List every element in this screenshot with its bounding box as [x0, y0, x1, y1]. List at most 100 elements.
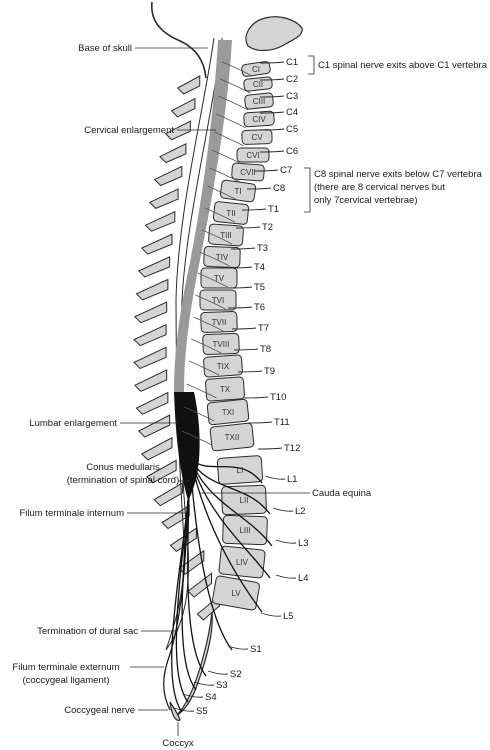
nerve-label-L4: L4 [298, 573, 309, 584]
vertebra-label-LV: LV [231, 589, 241, 598]
svg-text:C8 spinal nerve exits below C7: C8 spinal nerve exits below C7 vertebra [314, 169, 483, 180]
filum-terminale [163, 499, 189, 711]
nerve-root [193, 316, 224, 332]
vertebra-label-LIII: LIII [239, 526, 250, 535]
nerve-label-T9: T9 [264, 366, 275, 377]
spinous-process [140, 233, 173, 255]
nerve-label-C1: C1 [286, 57, 298, 68]
spinous-process [135, 278, 169, 301]
spinous-process [135, 391, 169, 415]
vertebral-body-LIV [218, 545, 266, 579]
nerve-label-T5: T5 [254, 282, 265, 293]
vertebral-body-TIX [203, 354, 243, 378]
note-c1: C1 spinal nerve exits above C1 vertebra [308, 55, 488, 75]
spinous-process [148, 188, 179, 209]
vertebra-labels: CICIICIIICIVCVCVICVIITITIITIIITIVTVTVITV… [212, 65, 267, 598]
left-label-base-of-skull: Base of skull [78, 43, 208, 54]
spinous-process [176, 75, 201, 95]
nerve-label-T1: T1 [268, 204, 279, 215]
vertebral-body-TIV [203, 246, 241, 268]
nerve-root [222, 61, 253, 77]
nerve-leader-T7 [231, 327, 257, 330]
nerve-root [186, 383, 217, 399]
left-label-filum-terminale-internum: Filum terminale internum [19, 508, 186, 519]
spinous-process [134, 301, 168, 324]
vertebra-label-TXI: TXI [222, 408, 234, 417]
vertebral-body-TII [212, 201, 250, 225]
dural-sac [165, 37, 223, 651]
vertebral-body-TXI [206, 398, 250, 426]
nerve-leader-T8 [233, 348, 259, 351]
nerve-root [204, 207, 236, 223]
svg-text:Cervical enlargement: Cervical enlargement [84, 125, 174, 136]
svg-text:Coccyx: Coccyx [162, 738, 193, 749]
nerve-label-L2: L2 [295, 506, 306, 517]
vertebra-label-TI: TI [234, 187, 241, 196]
nerve-label-C2: C2 [286, 74, 298, 85]
vertebral-body-TXII [209, 422, 255, 452]
bottom-label-coccyx: Coccyx [162, 722, 194, 749]
svg-text:Termination of dural sac: Termination of dural sac [37, 626, 138, 637]
vertebra-label-CI: CI [252, 65, 260, 74]
left-label-coccygeal-nerve: Coccygeal nerve [64, 705, 168, 716]
cauda-equina-roots [171, 419, 273, 713]
vertebra-label-TIII: TIII [220, 231, 232, 240]
nerve-label-S5: S5 [196, 706, 208, 717]
vertebra-label-LIV: LIV [236, 558, 249, 567]
nerve-label-T6: T6 [254, 302, 265, 313]
nerve-leader-C8 [246, 187, 272, 190]
vertebral-body-LV [212, 575, 260, 611]
nerve-label-L3: L3 [298, 538, 309, 549]
left-label-termination-of-dural-sac: Termination of dural sac [37, 626, 178, 637]
svg-text:only 7cervical vertebrae): only 7cervical vertebrae) [314, 195, 418, 206]
spinous-process [159, 143, 187, 164]
nerve-label-S4: S4 [205, 692, 217, 703]
vertebra-label-TII: TII [226, 209, 235, 218]
nerve-leader-L2 [272, 507, 294, 512]
nerve-label-C8: C8 [273, 183, 285, 194]
nerve-leader-S4 [182, 693, 204, 698]
spinous-process [133, 323, 167, 347]
nerve-label-T8: T8 [260, 344, 271, 355]
occipital-bone [245, 16, 303, 52]
nerve-leader-T10 [243, 396, 269, 399]
svg-text:(coccygeal ligament): (coccygeal ligament) [22, 675, 109, 686]
spinous-process [137, 414, 171, 438]
vertebra-label-CII: CII [253, 80, 263, 89]
vertebral-body-TV [200, 267, 238, 289]
cauda-equina-root [175, 419, 193, 703]
nerve-leader-T1 [241, 208, 267, 211]
nerve-leader-T5 [227, 286, 253, 289]
vertebra-label-CVI: CVI [246, 151, 259, 160]
vertebra-label-CIV: CIV [252, 115, 266, 124]
vertebra-label-TVI: TVI [212, 296, 224, 305]
nerve-label-C4: C4 [286, 107, 298, 118]
cauda-equina-root [182, 419, 273, 547]
nerve-root [209, 167, 240, 183]
label-cauda-equina: Cauda equina [200, 488, 372, 499]
nerve-leader-C4 [259, 111, 285, 114]
svg-text:(termination of spinal cord): (termination of spinal cord) [67, 475, 179, 486]
nerve-label-T11: T11 [274, 417, 290, 428]
vertebral-body-CVI [236, 147, 270, 163]
vertebral-body-TIII [208, 223, 244, 247]
nerve-label-T10: T10 [270, 392, 286, 403]
nerve-leader-T4 [227, 266, 253, 269]
svg-text:Coccygeal nerve: Coccygeal nerve [64, 705, 135, 716]
nerve-leader-L1 [264, 475, 286, 480]
nerve-label-C3: C3 [286, 91, 298, 102]
nerve-leader-T11 [247, 421, 273, 424]
nerve-root [220, 78, 251, 94]
cauda-equina-root [179, 419, 263, 484]
svg-text:C1 spinal nerve exits above C1: C1 spinal nerve exits above C1 vertebra [318, 60, 488, 71]
vertebra-label-CVII: CVII [240, 168, 256, 177]
nerve-label-C6: C6 [286, 146, 298, 157]
cauda-equina-root [171, 419, 195, 713]
vertebra-label-CIII: CIII [253, 97, 265, 106]
vertebral-body-CVII [231, 162, 265, 182]
nerve-root [197, 272, 228, 288]
left-label-conus-medullaris: Conus medullaris (termination of spinal … [67, 462, 190, 486]
vertebra-label-TXII: TXII [225, 433, 240, 442]
note-c8: C8 spinal nerve exits below C7 vertebra … [304, 167, 483, 213]
vertebral-body-TVI [199, 289, 237, 311]
